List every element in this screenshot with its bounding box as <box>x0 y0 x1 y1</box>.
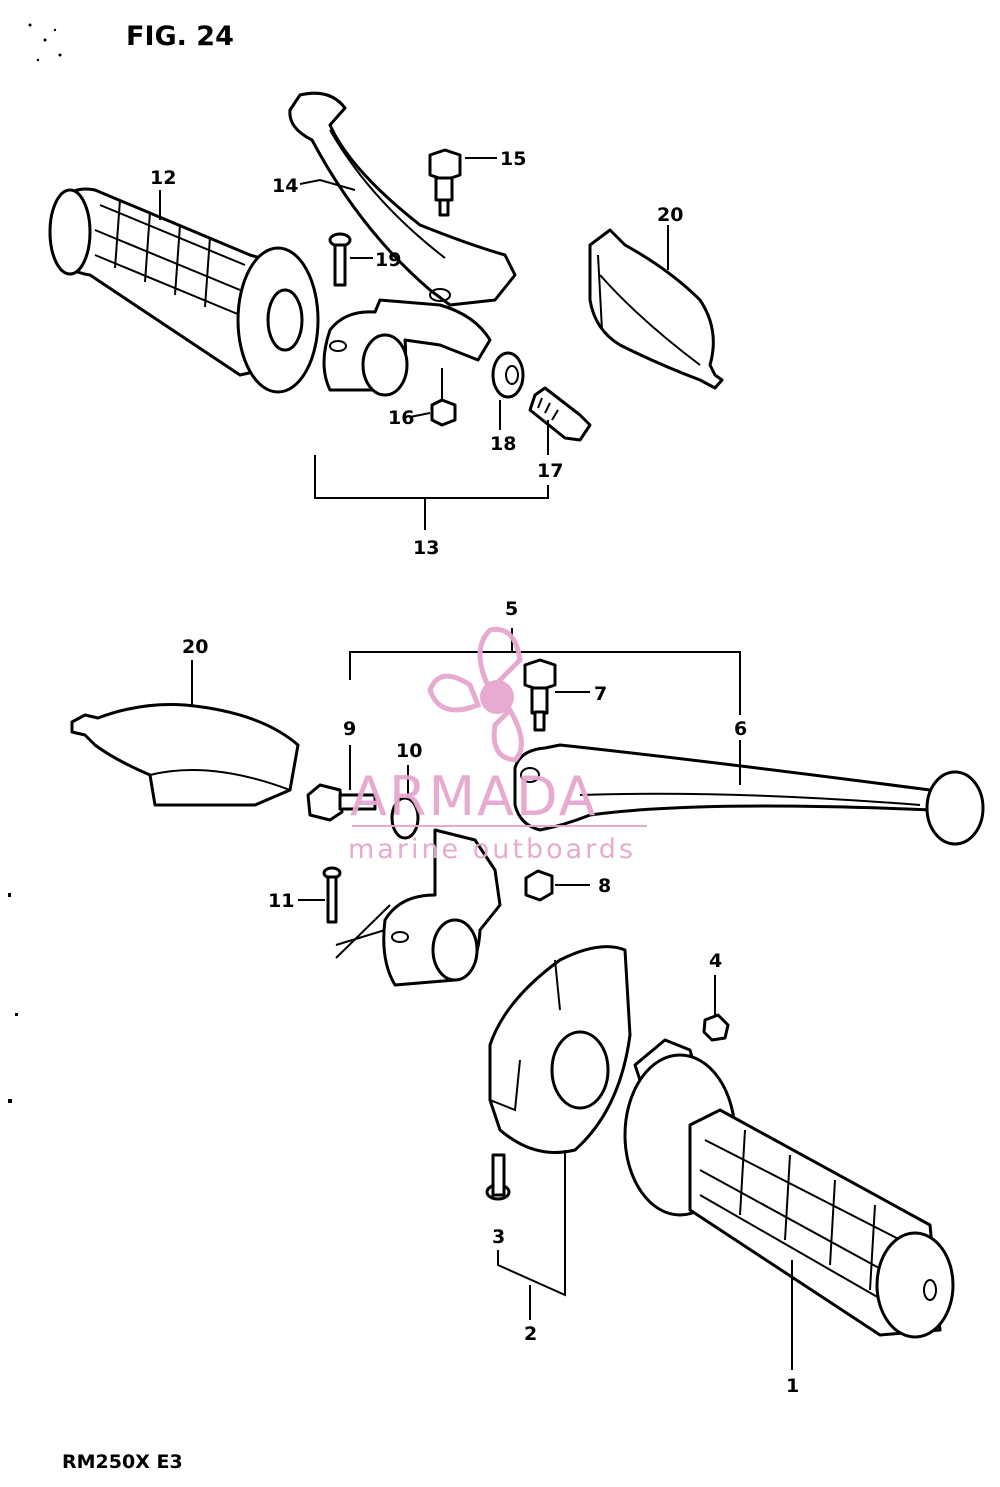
callout-13: 13 <box>413 537 439 559</box>
part-nut-16 <box>430 398 457 427</box>
part-brake-lever <box>513 743 985 846</box>
callout-7: 7 <box>594 683 607 705</box>
propeller-logo-icon <box>427 626 524 763</box>
callout-5: 5 <box>505 598 518 620</box>
callout-17: 17 <box>537 460 563 482</box>
callout-4: 4 <box>709 950 722 972</box>
part-bolt-7 <box>523 658 557 732</box>
callout-16: 16 <box>388 407 414 429</box>
watermark: ARMADA marine outboards <box>348 626 647 865</box>
callout-1: 1 <box>786 1375 799 1397</box>
callout-2: 2 <box>524 1323 537 1345</box>
callout-8: 8 <box>598 875 611 897</box>
part-lever-holder <box>322 298 492 397</box>
callout-20-upper: 20 <box>657 204 683 226</box>
callout-10: 10 <box>396 740 422 762</box>
part-lever-cover-lower <box>70 703 300 807</box>
part-bolt-15 <box>428 148 462 217</box>
part-brake-lever-holder <box>382 828 502 987</box>
part-throttle-housing <box>488 945 632 1154</box>
part-left-grip <box>48 187 320 394</box>
part-washer-10 <box>390 796 420 840</box>
callout-6: 6 <box>734 718 747 740</box>
callout-11: 11 <box>268 890 294 912</box>
part-adjuster-bolt-17 <box>528 386 592 442</box>
callout-20-lower: 20 <box>182 636 208 658</box>
callout-19: 19 <box>375 249 401 271</box>
model-code: RM250X E3 <box>62 1451 183 1473</box>
callout-18: 18 <box>490 433 516 455</box>
part-clutch-lever <box>288 91 517 307</box>
part-nut-8 <box>524 869 554 902</box>
part-screw-11 <box>322 866 342 924</box>
part-lever-cover-upper <box>588 228 724 390</box>
callout-14: 14 <box>272 175 298 197</box>
part-screw-3 <box>485 1153 511 1201</box>
callout-9: 9 <box>343 718 356 740</box>
part-pivot-bolt-9 <box>306 783 377 822</box>
part-throttle-grip <box>623 1038 955 1339</box>
part-screw-19 <box>328 232 352 287</box>
callout-3: 3 <box>492 1226 505 1248</box>
callout-12: 12 <box>150 167 176 189</box>
part-adjuster-ring-18 <box>491 351 525 399</box>
scan-specks <box>8 23 62 1103</box>
bracket-13 <box>314 455 549 499</box>
figure-title: FIG. 24 <box>126 21 234 52</box>
part-4 <box>702 1013 730 1042</box>
callout-15: 15 <box>500 148 526 170</box>
watermark-brand: ARMADA <box>350 765 598 828</box>
watermark-tagline: marine outboards <box>348 834 636 865</box>
bracket-5 <box>349 651 741 715</box>
